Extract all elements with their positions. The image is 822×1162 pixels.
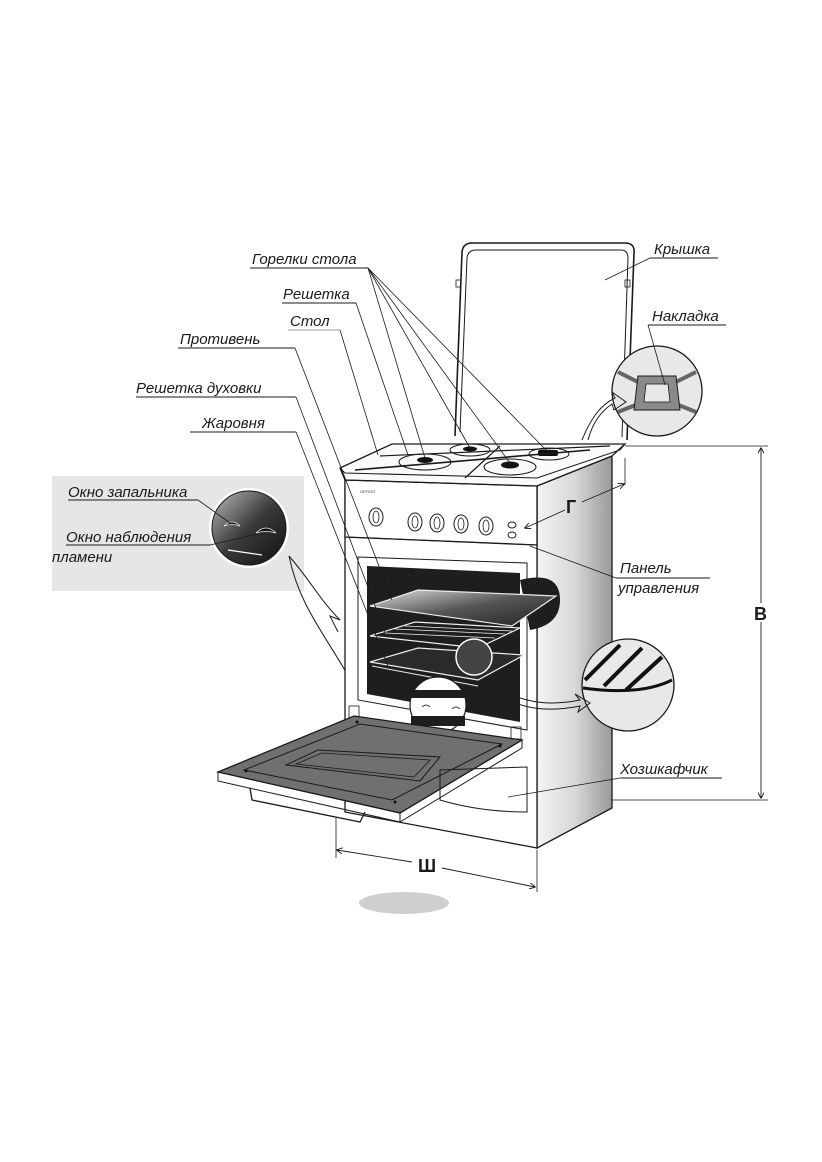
burner-knob-2[interactable] bbox=[429, 513, 445, 533]
label-control-panel-line1: Панель bbox=[620, 560, 672, 577]
label-table: Стол bbox=[290, 313, 330, 330]
baking-tray bbox=[369, 589, 558, 627]
rack-pointer-arrow bbox=[499, 689, 591, 714]
oven-rack bbox=[369, 621, 521, 649]
label-grate: Решетка bbox=[283, 286, 350, 303]
door-window bbox=[284, 749, 442, 782]
door-handle[interactable] bbox=[249, 787, 366, 823]
dimension-depth: Г bbox=[525, 458, 625, 528]
trivet-pointer-arrow bbox=[581, 391, 627, 441]
lid bbox=[454, 242, 635, 441]
storage-drawer[interactable] bbox=[439, 766, 528, 813]
burner-rear-left bbox=[449, 443, 491, 457]
label-flame-window-line2: пламени bbox=[52, 549, 113, 566]
burner-knob-1[interactable] bbox=[407, 512, 423, 532]
leader-lines bbox=[136, 257, 726, 798]
brand-logo: GEFEST bbox=[360, 489, 377, 494]
label-lid: Крышка bbox=[654, 241, 710, 258]
burner-knob-4[interactable] bbox=[478, 516, 494, 536]
knobs bbox=[368, 507, 517, 539]
label-oven-rack: Решетка духовки bbox=[136, 380, 262, 397]
dimension-height: В bbox=[612, 445, 768, 801]
label-burners: Горелки стола bbox=[252, 251, 357, 268]
flame-window-opening bbox=[255, 527, 277, 534]
rack-detail-lens bbox=[455, 638, 493, 676]
label-roasting-pan: Жаровня bbox=[201, 415, 265, 432]
oven-knob[interactable] bbox=[368, 507, 384, 527]
dimension-width: Ш bbox=[335, 818, 538, 892]
ignition-button[interactable] bbox=[507, 521, 517, 529]
igniter-window-inset: Окно запальника Окно наблюдения пламени bbox=[52, 476, 357, 691]
burner-rear-right bbox=[528, 447, 570, 461]
label-flame-window-line1: Окно наблюдения bbox=[66, 529, 191, 546]
rack-edge-detail bbox=[499, 638, 675, 732]
label-trivet: Накладка bbox=[652, 308, 719, 325]
cooktop-grate bbox=[354, 445, 611, 479]
igniter-window-opening bbox=[223, 521, 241, 527]
dimension-depth-label: Г bbox=[566, 497, 576, 517]
burner-knob-3[interactable] bbox=[453, 514, 469, 534]
inset-lens bbox=[211, 490, 287, 566]
stove-body: GEFEST bbox=[215, 242, 635, 850]
dimension-width-label: Ш bbox=[418, 856, 436, 876]
dimension-height-label: В bbox=[754, 604, 767, 624]
trivet-detail bbox=[581, 345, 703, 441]
oven-door[interactable] bbox=[215, 715, 524, 823]
label-igniter-window: Окно запальника bbox=[68, 484, 187, 501]
label-baking-tray: Противень bbox=[180, 331, 260, 348]
label-storage-drawer: Хозшкафчик bbox=[619, 761, 709, 778]
label-control-panel-line2: управления bbox=[617, 580, 699, 597]
floor-shadow bbox=[359, 892, 449, 914]
oven-frame bbox=[357, 556, 528, 731]
light-button[interactable] bbox=[507, 531, 517, 539]
burner-front-right bbox=[483, 458, 537, 476]
